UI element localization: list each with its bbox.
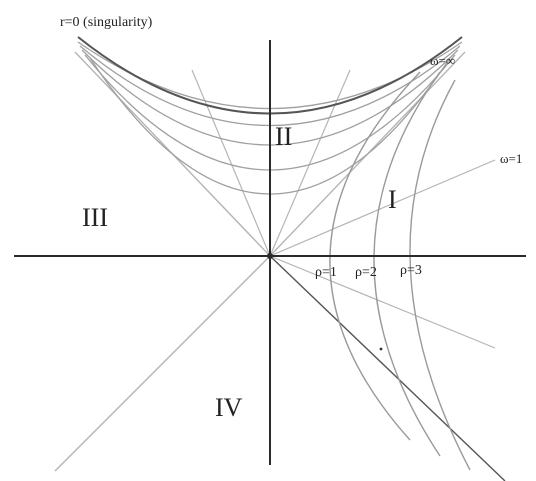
region-II-label: II — [275, 122, 292, 151]
rho-2-label: ρ=2 — [355, 265, 377, 280]
stray-dot — [379, 347, 383, 351]
null-line-lower-right — [269, 255, 506, 481]
null-line-lower-left — [54, 255, 271, 472]
omega-ray-lower — [269, 255, 496, 349]
omega-one-label: ω=1 — [500, 151, 522, 166]
omega-ray-one — [269, 159, 496, 257]
omega-ray-region-II-right — [269, 69, 351, 257]
origin-point — [267, 253, 273, 259]
rho-1-label: ρ=1 — [315, 265, 337, 280]
rho-3-label: ρ=3 — [400, 263, 422, 278]
rho-curve-2 — [373, 71, 441, 457]
rho-curve-3 — [409, 79, 471, 471]
singularity-label: r=0 (singularity) — [60, 15, 153, 30]
region-I-label: I — [388, 185, 397, 214]
region-III-label: III — [82, 203, 108, 232]
omega-infinity-label: ω=∞ — [430, 53, 455, 68]
region-IV-label: IV — [215, 393, 243, 422]
omega-ray-region-II-left — [191, 69, 271, 257]
